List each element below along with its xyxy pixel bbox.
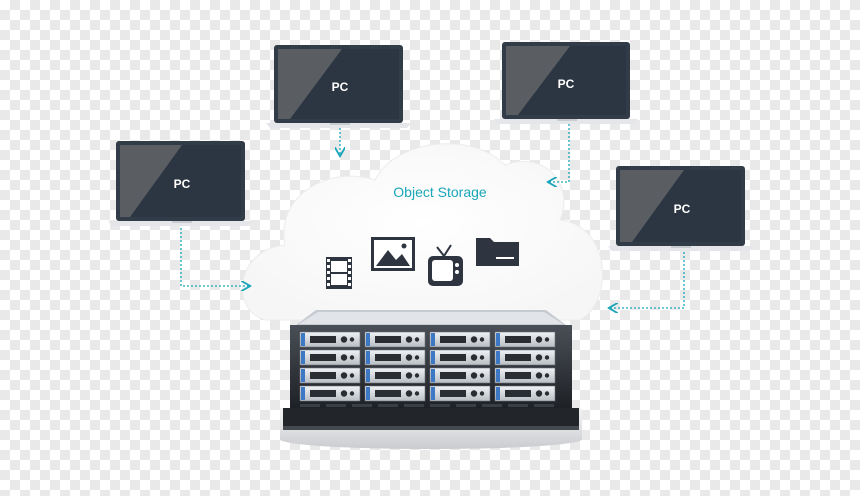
folder-icon [476, 238, 519, 266]
pc-label-top-right: PC [557, 77, 575, 91]
drive-bay [494, 385, 556, 402]
connector-left [180, 228, 249, 286]
laptop-right [608, 166, 753, 251]
tv-icon [428, 244, 463, 286]
laptop-top-left [266, 45, 411, 128]
laptop-top-right [494, 42, 638, 124]
drive-bay [429, 367, 491, 384]
drive-bay [429, 331, 491, 348]
vent-slot [534, 404, 554, 407]
vent-slot [430, 404, 450, 407]
drive-bay [364, 331, 426, 348]
drive-bay [364, 385, 426, 402]
drive-bay [429, 349, 491, 366]
connectors [180, 124, 685, 308]
drive-bay [299, 367, 361, 384]
vent-slot [404, 404, 424, 407]
drive-bays [299, 331, 556, 407]
pc-label-right: PC [673, 202, 691, 216]
cloud [242, 143, 603, 321]
drive-bay [299, 331, 361, 348]
connector-right [610, 252, 685, 308]
vent-slot [482, 404, 502, 407]
drive-bay [299, 385, 361, 402]
vent-slot [300, 404, 320, 407]
drive-bay [364, 349, 426, 366]
vent-slot [326, 404, 346, 407]
drive-bay [494, 349, 556, 366]
pc-label-top-left: PC [331, 80, 349, 94]
vent-slot [378, 404, 398, 407]
drive-bay [364, 367, 426, 384]
drive-bay [429, 385, 491, 402]
vent-slot [456, 404, 476, 407]
drive-bay [494, 331, 556, 348]
cloud-title: Object Storage [393, 184, 487, 200]
drive-bay [494, 367, 556, 384]
pc-label-left: PC [173, 177, 191, 191]
image-icon [371, 237, 415, 271]
film-strip-icon [326, 257, 352, 289]
drive-bay [299, 349, 361, 366]
connector-top-right [549, 124, 570, 182]
vent-slot [352, 404, 372, 407]
laptop-left [108, 141, 253, 226]
vent-slot [508, 404, 528, 407]
